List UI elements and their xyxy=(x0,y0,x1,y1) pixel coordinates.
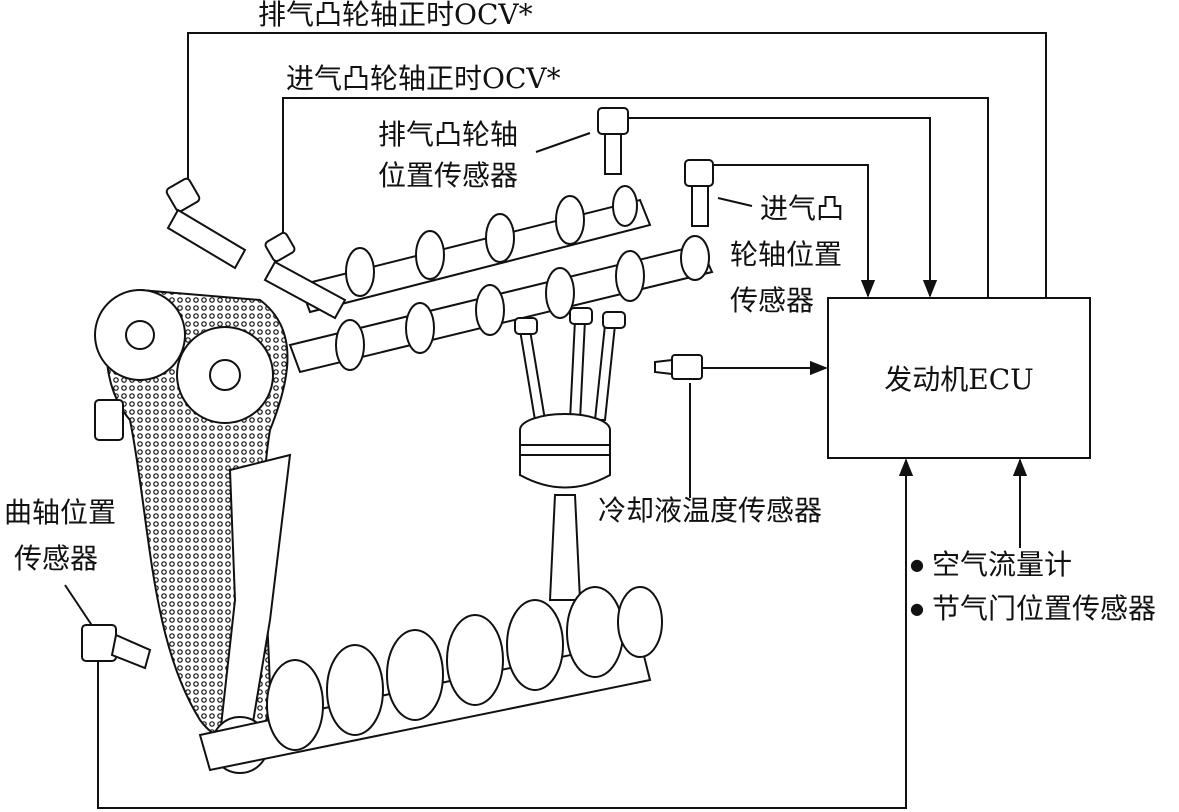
coolant-sensor-part xyxy=(654,354,703,380)
exhaust-cam-leader xyxy=(535,132,591,153)
air-flow-meter-text: 空气流量计 xyxy=(931,548,1072,581)
label-intake-cam-sensor-line1: 进气凸 xyxy=(760,192,845,225)
label-air-flow-meter: 空气流量计 xyxy=(910,546,1072,588)
exhaust-cam-sensor-part xyxy=(597,107,629,175)
valves xyxy=(514,307,626,421)
label-exhaust-ocv: 排气凸轮轴正时OCV* xyxy=(258,0,533,31)
throttle-position-sensor-text: 节气门位置传感器 xyxy=(931,592,1156,625)
label-exhaust-cam-sensor-line2: 位置传感器 xyxy=(378,159,519,192)
label-intake-ocv: 进气凸轮轴正时OCV* xyxy=(286,62,561,95)
piston xyxy=(519,413,611,601)
wiring xyxy=(64,32,1047,809)
crank-leader xyxy=(64,584,96,631)
intake-camshaft xyxy=(288,235,714,374)
crank-sensor-part xyxy=(81,624,152,670)
wire-exhaust-ocv xyxy=(187,32,1047,298)
wire-exhaust-cam-sensor xyxy=(628,117,938,298)
engine-illustration xyxy=(81,107,714,774)
label-intake-cam-sensor-line3: 传感器 xyxy=(730,284,815,317)
intake-cam-leader xyxy=(717,197,753,207)
exhaust-ocv-part xyxy=(165,177,247,270)
crankshaft xyxy=(198,586,663,772)
wire-crank-sensor xyxy=(97,458,914,809)
label-crank-sensor-line1: 曲轴位置 xyxy=(4,496,117,529)
wire-intake-cam-sensor xyxy=(712,164,876,298)
intake-cam-sensor-part xyxy=(684,159,714,227)
label-intake-cam-sensor-line2: 轮轴位置 xyxy=(730,238,843,271)
ecu-box xyxy=(827,297,1091,459)
label-coolant-sensor: 冷却液温度传感器 xyxy=(598,494,823,527)
wire-intake-ocv xyxy=(282,97,989,298)
label-ecu: 发动机ECU xyxy=(884,363,1034,396)
label-throttle-position-sensor: 节气门位置传感器 xyxy=(910,590,1156,632)
intake-ocv-part xyxy=(263,231,347,320)
label-crank-sensor-line2: 传感器 xyxy=(14,542,99,575)
label-exhaust-cam-sensor-line1: 排气凸轮轴 xyxy=(378,118,519,151)
exhaust-camshaft xyxy=(298,185,652,314)
